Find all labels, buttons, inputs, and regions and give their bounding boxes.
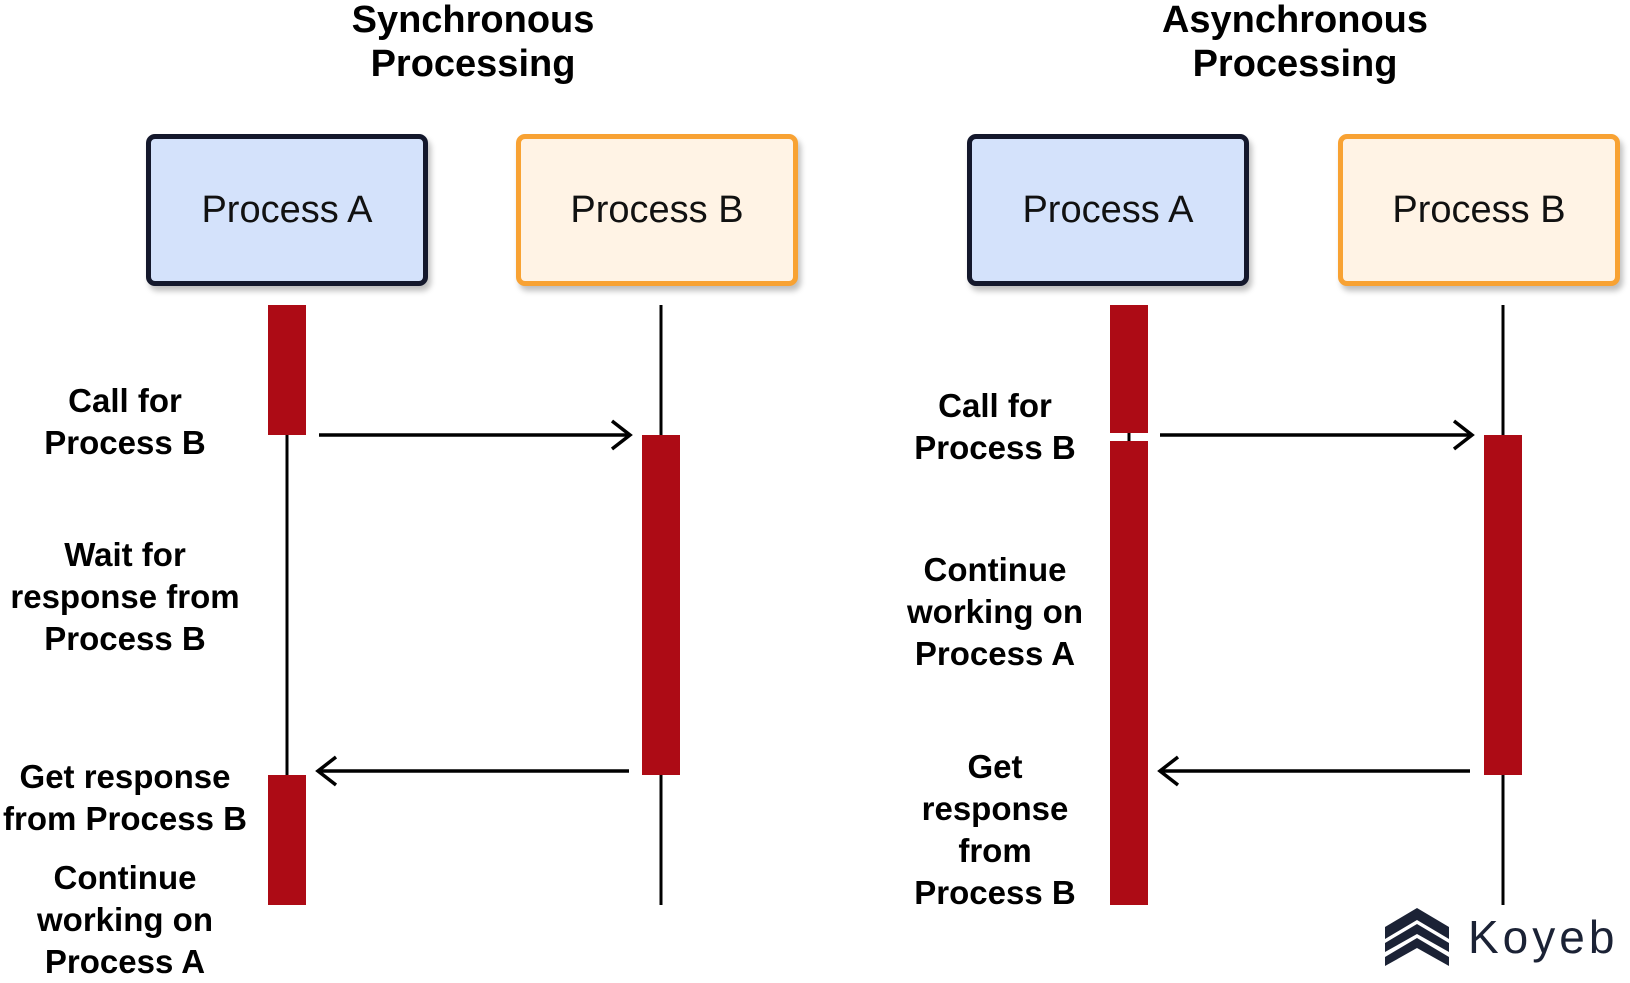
async-process-a-activation-continue [1110,441,1148,905]
sync-call-label: Call for Process B [44,382,206,461]
async-process-b-box: Process B [1338,134,1620,286]
sync-get-response-label: Get response from Process B [3,758,247,837]
async-call-label: Call for Process B [914,387,1076,466]
sync-process-a-activation-resume [268,775,306,905]
async-title: Asynchronous Processing [1161,0,1429,85]
sync-process-a-box: Process A [146,134,428,286]
koyeb-logo-text: Koyeb [1468,911,1619,963]
async-process-a-activation-start [1110,305,1148,433]
async-process-a-box: Process A [967,134,1249,286]
koyeb-logo-icon [1385,908,1449,966]
sync-continue-label: Continue working on Process A [37,859,213,980]
sync-title: Synchronous Processing [351,0,595,85]
async-get-response-label: Get response from Process B [914,748,1076,911]
sync-process-b-activation [642,435,680,775]
sync-process-a-activation-start [268,305,306,435]
sync-wait-label: Wait for response from Process B [10,536,240,657]
async-continue-label: Continue working on Process A [907,551,1083,672]
sync-process-b-box: Process B [516,134,798,286]
async-process-b-activation [1484,435,1522,775]
